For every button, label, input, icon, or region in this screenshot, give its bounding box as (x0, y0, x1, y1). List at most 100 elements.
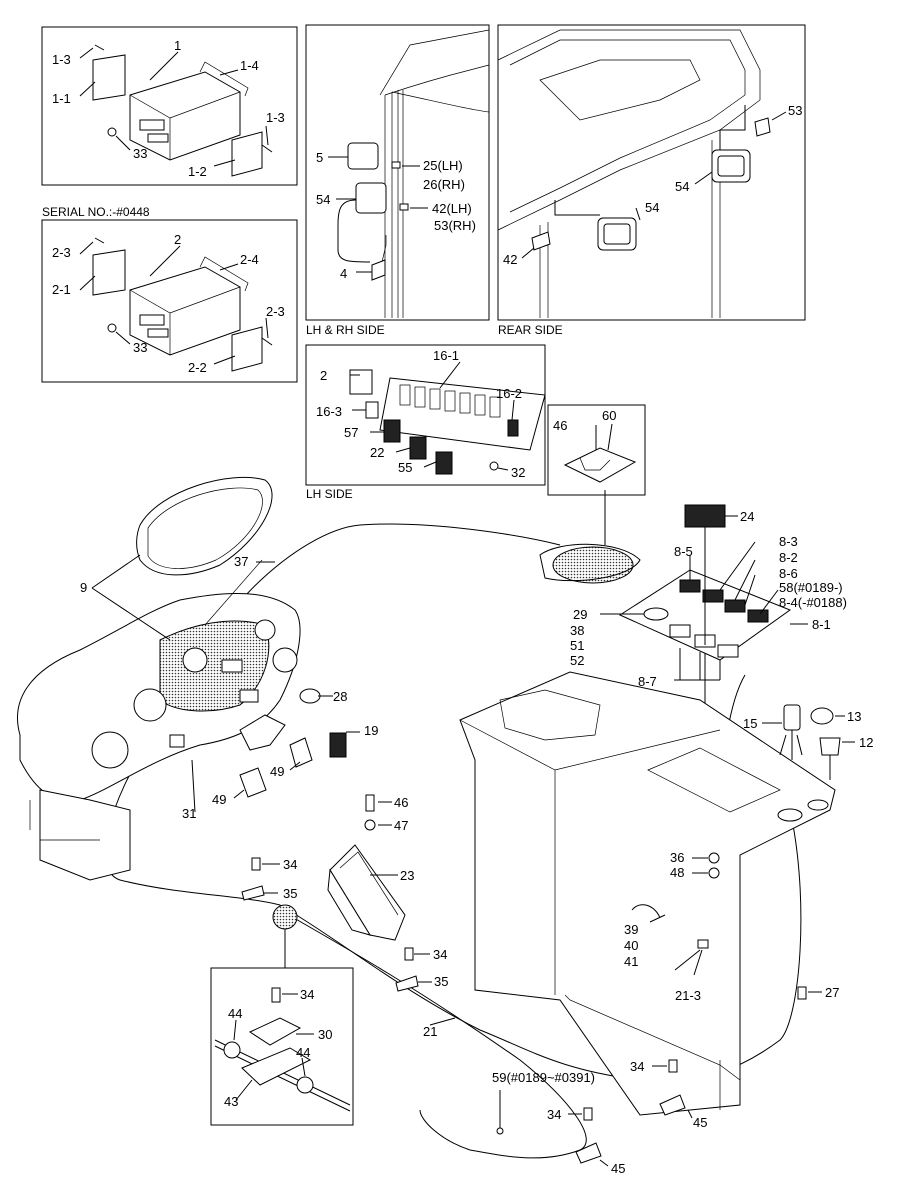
switch-57 (383, 419, 401, 443)
callout-57: 57 (344, 425, 358, 440)
callout-53: 53 (788, 103, 802, 118)
callout-26-rh: 26(RH) (423, 177, 465, 192)
callout-9: 9 (80, 580, 87, 595)
callout-27: 27 (825, 985, 839, 1000)
callout-1-3: 1-3 (52, 52, 71, 67)
callout-52: 52 (570, 653, 584, 668)
callout-15: 15 (743, 716, 757, 731)
cap-13 (810, 707, 834, 725)
nut-48 (708, 867, 720, 879)
callout-45: 45 (693, 1115, 707, 1130)
callout-46: 46 (553, 418, 567, 433)
callout-54: 54 (316, 192, 330, 207)
clamp-detail-inset: 34 30 44 44 43 (210, 967, 354, 1126)
lh-rh-caption: LH & RH SIDE (306, 323, 385, 337)
callout-35: 35 (283, 886, 297, 901)
lh-rh-side-inset: 5 25(LH) 26(RH) 54 42(LH) 53(RH) 4 (305, 24, 490, 321)
bracket-1-2 (231, 131, 263, 177)
bracket-2-1 (92, 249, 126, 296)
callout-42: 42 (503, 252, 517, 267)
relay-29 (643, 607, 669, 621)
callout-49: 49 (270, 764, 284, 779)
rear-side-inset: 53 54 54 42 (497, 24, 806, 321)
callout-16-1: 16-1 (433, 348, 459, 363)
work-lamp-5 (347, 142, 379, 170)
radio-1-inset: 1 1-3 1-4 1-1 1-3 33 1-2 (41, 26, 298, 186)
callout-30: 30 (318, 1027, 332, 1042)
switch-panel-8: 24 8-3 8-5 8-2 8-6 58(#0189-) 8-4(-#0188… (570, 504, 847, 689)
lh-side-caption: LH SIDE (306, 487, 353, 501)
callout-39: 39 (624, 922, 638, 937)
rear-caption: REAR SIDE (498, 323, 563, 337)
clamp-35a (241, 885, 265, 901)
console-box: 15 13 12 (459, 671, 873, 1116)
callout-21-3: 21-3 (675, 988, 701, 1003)
callout-44: 44 (228, 1006, 242, 1021)
clamp-45b (575, 1142, 602, 1164)
callout-41: 41 (624, 954, 638, 969)
callout-8-1: 8-1 (812, 617, 831, 632)
clip-34a (251, 857, 261, 871)
switch-55 (435, 451, 453, 475)
bracket-1-1 (92, 54, 126, 101)
harness-clip-grid (272, 904, 298, 930)
switch-24 (684, 504, 726, 528)
bracket-60 (563, 447, 637, 483)
fasteners-right: 36 48 39 40 41 21-3 27 34 45 34 45 59(#0… (492, 850, 839, 1176)
bracket-30 (248, 1017, 302, 1046)
callout-51: 51 (570, 638, 584, 653)
callout-29: 29 (573, 607, 587, 622)
callout-47: 47 (394, 818, 408, 833)
callout-54: 54 (645, 200, 659, 215)
clip-34c (271, 987, 281, 1003)
callout-48: 48 (670, 865, 684, 880)
callout-34: 34 (547, 1107, 561, 1122)
callout-34: 34 (433, 947, 447, 962)
callout-16-2: 16-2 (496, 386, 522, 401)
callout-2-2: 2-2 (188, 360, 207, 375)
callout-36: 36 (670, 850, 684, 865)
callout-8-4: 8-4(-#0188) (779, 595, 847, 610)
washer-47 (364, 819, 376, 831)
callout-25-lh: 25(LH) (423, 158, 463, 173)
callout-49: 49 (212, 792, 226, 807)
clip-27 (797, 986, 807, 1000)
callout-1-1: 1-1 (52, 91, 71, 106)
callout-45: 45 (611, 1161, 625, 1176)
bracket-60-inset: 46 60 (547, 404, 646, 496)
callout-8-2: 8-2 (779, 550, 798, 565)
radio-2-unit (129, 256, 249, 356)
bolt-46 (365, 794, 375, 812)
callout-16-3: 16-3 (316, 404, 342, 419)
callout-2-1: 2-1 (52, 282, 71, 297)
callout-2: 2 (320, 368, 327, 383)
callout-53-rh: 53(RH) (434, 218, 476, 233)
callout-58: 58(#0189-) (779, 580, 843, 595)
callout-31: 31 (182, 806, 196, 821)
harness-connector-grid (552, 546, 634, 584)
callout-34: 34 (300, 987, 314, 1002)
callout-34: 34 (283, 857, 297, 872)
callout-8-3: 8-3 (779, 534, 798, 549)
switch-16-2 (507, 419, 519, 437)
callout-59: 59(#0189~#0391) (492, 1070, 595, 1085)
callout-2-3: 2-3 (52, 245, 71, 260)
serial-caption: SERIAL NO.:-#0448 (42, 205, 150, 219)
work-lamp-54 (355, 182, 387, 214)
callout-4: 4 (340, 266, 347, 281)
callout-21: 21 (423, 1024, 437, 1039)
cover-49-right (289, 737, 313, 768)
socket-12 (819, 737, 841, 756)
callout-46: 46 (394, 795, 408, 810)
radio-2-inset: 2 2-3 2-4 2-1 2-3 33 2-2 (41, 219, 298, 383)
knob-28 (299, 688, 321, 704)
callout-34: 34 (630, 1059, 644, 1074)
clip-34e (583, 1107, 593, 1121)
callout-40: 40 (624, 938, 638, 953)
gauge-frame-9 (136, 476, 273, 576)
blank-16-3 (365, 401, 379, 419)
switch-2 (349, 369, 373, 395)
callout-12: 12 (859, 735, 873, 750)
fasteners-center: 46 47 34 35 34 35 21 (241, 794, 456, 1039)
